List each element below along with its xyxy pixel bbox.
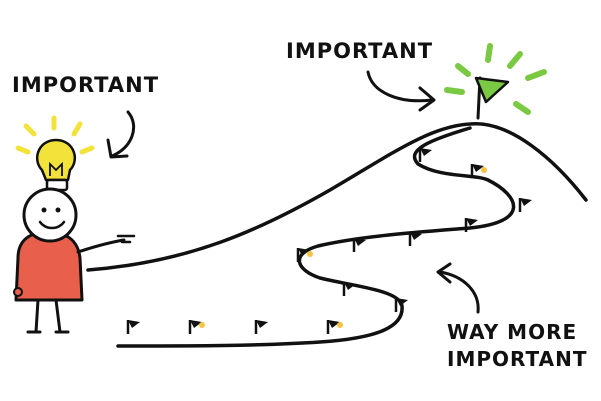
- arrow-icon: [436, 262, 480, 314]
- label-important-top: IMPORTANT: [286, 39, 433, 63]
- label-important-left: IMPORTANT: [12, 73, 159, 97]
- summit-flag: [444, 43, 547, 120]
- flag-icon: [326, 320, 343, 334]
- flag-icon: [394, 298, 408, 312]
- arrow-icon: [106, 110, 135, 159]
- flag-icon: [352, 238, 366, 252]
- flag-icon: [296, 248, 313, 262]
- flag-icon: [518, 198, 532, 212]
- summit-glow: [444, 43, 547, 115]
- lightbulb-icon: [15, 115, 95, 192]
- flag-icon: [254, 320, 268, 334]
- flag-icon: [408, 232, 422, 246]
- bulb-glow: [15, 115, 95, 155]
- mountain-path: [86, 122, 588, 348]
- flag-icon: [188, 320, 205, 334]
- arrow-icon: [366, 70, 436, 112]
- flag-icon: [464, 218, 478, 232]
- flag-icon: [126, 320, 140, 334]
- label-way-more-line2: IMPORTANT: [447, 347, 587, 371]
- label-way-more-line1: WAY MORE: [447, 320, 577, 344]
- stick-figure: [13, 187, 136, 334]
- head: [22, 187, 78, 243]
- flag-icon: [418, 148, 432, 162]
- flag-icon: [470, 164, 487, 178]
- flag-icon: [342, 282, 356, 296]
